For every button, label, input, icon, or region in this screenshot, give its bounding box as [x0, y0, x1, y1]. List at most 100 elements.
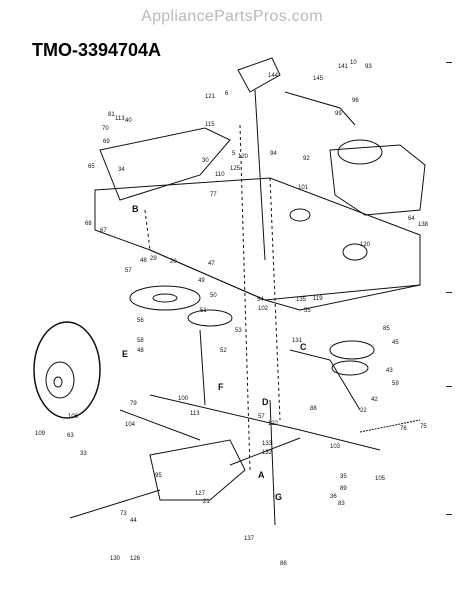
part-callout: 73 [120, 511, 127, 517]
part-callout: 103 [330, 444, 341, 450]
frame-front [99, 127, 231, 201]
part-callout: 40 [125, 118, 132, 124]
part-callout: 75 [420, 424, 427, 430]
centerline-3 [144, 209, 151, 251]
frame-deck [94, 177, 421, 301]
part-callout: 6 [225, 91, 229, 97]
part-callout: 95 [155, 473, 162, 479]
part-callout: 57 [258, 414, 265, 420]
rear-wheel-hub [53, 376, 63, 388]
part-callout: 30 [202, 158, 209, 164]
centerline-2 [269, 177, 281, 421]
part-callout: 144 [268, 73, 279, 79]
reference-letter: G [275, 492, 282, 502]
mounting-hole-2 [342, 243, 368, 261]
part-callout: 45 [392, 340, 399, 346]
part-callout: 44 [130, 518, 137, 524]
rear-wheel [33, 321, 101, 419]
part-callout: 69 [103, 139, 110, 145]
part-callout: 132 [262, 450, 273, 456]
part-callout: 49 [198, 278, 205, 284]
part-callout: 59 [392, 381, 399, 387]
part-callout: 68 [85, 221, 92, 227]
part-callout: 122 [268, 421, 279, 427]
part-callout: 105 [375, 476, 386, 482]
part-callout: 119 [313, 296, 323, 302]
brake-rod [269, 399, 276, 526]
part-callout: 22 [360, 408, 367, 414]
part-callout: 10 [350, 60, 357, 66]
part-callout: 79 [130, 401, 137, 407]
part-callout: 126 [130, 556, 141, 562]
part-callout: 133 [262, 441, 273, 447]
part-callout: 102 [258, 306, 269, 312]
part-callout: 63 [67, 433, 74, 439]
pulley-right [329, 340, 375, 360]
part-callout: 138 [418, 222, 429, 228]
pulley-inner [152, 293, 178, 303]
part-callout: 113 [115, 116, 125, 122]
part-callout: 131 [292, 338, 303, 344]
part-callout: 53 [235, 328, 242, 334]
reference-letter: F [218, 382, 224, 392]
reference-letter: A [258, 470, 265, 480]
spring [359, 419, 421, 433]
margin-mark [446, 62, 452, 63]
steering-wheel-assembly [237, 57, 281, 93]
part-callout: 54 [257, 297, 264, 303]
part-callout: 89 [340, 486, 347, 492]
engine-top [337, 139, 383, 165]
part-callout: 36 [330, 494, 337, 500]
part-callout: 76 [400, 426, 407, 432]
margin-mark [446, 386, 452, 387]
part-callout: 48 [137, 348, 144, 354]
part-callout: 67 [100, 228, 107, 234]
pulley-right-lower [331, 360, 369, 376]
reference-letter: D [262, 397, 269, 407]
part-callout: 5 [232, 151, 236, 157]
part-callout: 125 [230, 166, 241, 172]
part-callout: 51 [200, 308, 207, 314]
pulley-mid [187, 309, 233, 327]
part-callout: 145 [313, 76, 324, 82]
site-watermark: AppliancePartsPros.com [141, 8, 323, 25]
linkage-rod-1 [149, 394, 381, 451]
part-callout: 83 [338, 501, 345, 507]
part-callout: 99 [335, 111, 342, 117]
part-callout: 130 [110, 556, 121, 562]
rear-wheel-rim [45, 361, 75, 399]
part-callout: 56 [137, 318, 144, 324]
part-callout: 121 [205, 94, 216, 100]
engine-block [329, 144, 426, 216]
steering-arm [284, 91, 356, 126]
part-callout: 57 [125, 268, 132, 274]
part-callout: 50 [210, 293, 217, 299]
linkage-rod-3 [289, 349, 361, 411]
part-callout: 58 [137, 338, 144, 344]
part-callout: 29 [150, 256, 157, 262]
part-callout: 21 [203, 499, 210, 505]
part-callout: 86 [280, 561, 287, 567]
part-callout: 127 [195, 491, 206, 497]
part-callout: 88 [310, 406, 317, 412]
part-callout: 135 [296, 297, 307, 303]
part-callout: 65 [88, 164, 95, 170]
part-callout: 85 [383, 326, 390, 332]
reference-letter: C [300, 342, 307, 352]
part-callout: 141 [338, 64, 349, 70]
part-callout: 55 [304, 308, 311, 314]
part-callout: 35 [340, 474, 347, 480]
shift-lever [199, 329, 206, 406]
margin-mark [446, 292, 452, 293]
linkage-rod-2 [119, 409, 201, 441]
part-callout: 42 [371, 397, 378, 403]
frame-deck-edge [149, 249, 421, 311]
margin-mark [446, 514, 452, 515]
axle-shaft-right [229, 437, 301, 466]
part-callout: 48 [140, 258, 147, 264]
part-callout: 110 [215, 172, 225, 178]
part-callout: 34 [118, 167, 125, 173]
mounting-hole-1 [289, 208, 311, 222]
part-callout: 101 [298, 185, 309, 191]
